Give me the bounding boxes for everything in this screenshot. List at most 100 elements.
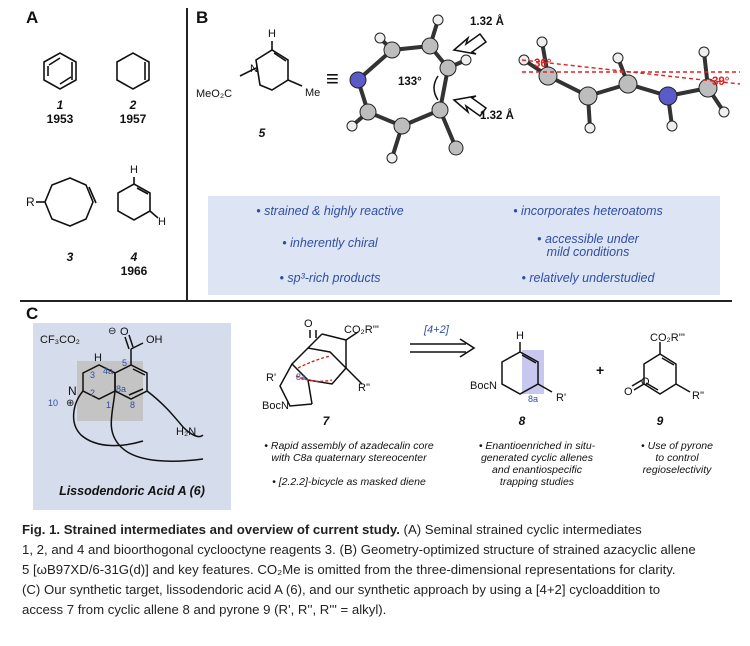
compound-8-label: 8a bbox=[528, 394, 539, 404]
panel-label-b: B bbox=[196, 8, 209, 27]
label-compound-5: 5 bbox=[258, 126, 266, 140]
compound-7-co2r: CO₂R''' bbox=[344, 324, 380, 336]
figure-caption-line-2: 1, 2, and 4 and bioorthogonal cyclooctyn… bbox=[22, 542, 696, 557]
compound-5-n: N bbox=[250, 63, 258, 75]
key-features-box bbox=[208, 196, 720, 295]
structure-compound-8 bbox=[501, 342, 553, 395]
label-compound-3: 3 bbox=[66, 250, 74, 264]
bullet-bicycle: • [2.2.2]-bicycle as masked diene bbox=[272, 476, 426, 488]
structure-allene bbox=[117, 177, 159, 221]
substituent-r: R bbox=[26, 195, 35, 209]
label-compound-7: 7 bbox=[322, 414, 330, 428]
structure-lissodendoric-acid bbox=[72, 334, 204, 462]
structure-compound-9 bbox=[631, 342, 691, 395]
lisso-atom-8: 8 bbox=[130, 400, 136, 410]
lisso-atom-2: 2 bbox=[90, 388, 96, 398]
compound-9-r: R'' bbox=[692, 390, 705, 402]
twist-angle-left: 36° bbox=[534, 58, 552, 70]
figure-caption-line-3: 5 [ωB97XD/6-31G(d)] and key features. CO… bbox=[22, 562, 676, 577]
bullet-pyrone-2: to control bbox=[655, 452, 699, 464]
bullet-enantio-3: and enantiospecific bbox=[492, 464, 582, 476]
feature-heteroatoms: • incorporates heteroatoms bbox=[513, 204, 663, 218]
divider-vertical bbox=[186, 8, 188, 300]
figure-caption-line-5: access 7 from cyclic allene 8 and pyrone… bbox=[22, 602, 387, 617]
compound-7-o: O bbox=[304, 318, 313, 330]
feature-accessible-2: mild conditions bbox=[546, 245, 630, 259]
lisso-atom-5: 5 bbox=[122, 358, 128, 368]
feature-understudied: • relatively understudied bbox=[521, 271, 655, 285]
bullet-enantio-1: • Enantioenriched in situ- bbox=[478, 440, 596, 452]
reaction-label: [4+2] bbox=[424, 324, 449, 336]
compound-8-boc: BocN bbox=[470, 380, 497, 392]
divider-horizontal bbox=[20, 300, 732, 302]
bullet-pyrone-1: • Use of pyrone bbox=[641, 440, 713, 452]
bullet-enantio-4: trapping studies bbox=[499, 476, 575, 488]
panel-a-structures bbox=[36, 52, 159, 227]
year-compound-1: 1953 bbox=[46, 112, 74, 126]
structure-cyclohexyne bbox=[116, 52, 150, 90]
label-compound-9: 9 bbox=[656, 414, 664, 428]
lisso-h: H bbox=[94, 352, 102, 364]
compound-7-r2: R'' bbox=[358, 382, 371, 394]
compound-5-ester: MeO₂C bbox=[196, 88, 233, 100]
allene-h-right: H bbox=[158, 216, 166, 228]
compound-8-h: H bbox=[516, 330, 524, 342]
figure-caption-line-1: Fig. 1. Strained intermediates and overv… bbox=[22, 520, 734, 540]
bullet-enantio-2: generated cyclic allenes bbox=[480, 452, 594, 464]
lisso-atom-8a: 8a bbox=[116, 384, 127, 394]
year-compound-2: 1957 bbox=[119, 112, 147, 126]
counterion-charge: ⊖ bbox=[108, 326, 117, 337]
feature-strained: • strained & highly reactive bbox=[256, 204, 404, 218]
bond-length-bottom: 1.32 Å bbox=[480, 110, 514, 122]
compound-7-label: 8a bbox=[296, 372, 307, 382]
figure-caption-line-1-rest: (A) Seminal strained cyclic intermediate… bbox=[399, 522, 642, 537]
bond-length-top: 1.32 Å bbox=[470, 16, 504, 28]
panel-label-a: A bbox=[26, 8, 39, 27]
model-3d-side-view bbox=[518, 36, 741, 134]
figure-caption-line-4: (C) Our synthetic target, lissodendoric … bbox=[22, 582, 661, 597]
lisso-oh: OH bbox=[146, 334, 163, 346]
structure-benzyne bbox=[43, 52, 77, 90]
bond-angle: 133° bbox=[398, 76, 422, 88]
label-compound-1: 1 bbox=[56, 98, 64, 112]
lisso-n-charge: ⊕ bbox=[66, 398, 75, 409]
structure-compound-5 bbox=[239, 41, 303, 91]
structure-compound-7 bbox=[279, 330, 363, 407]
compound-9-carbonyl-o: O bbox=[624, 386, 633, 398]
feature-chiral: • inherently chiral bbox=[282, 236, 378, 250]
lisso-atom-3: 3 bbox=[90, 370, 96, 380]
label-compound-4: 4 bbox=[130, 250, 138, 264]
feature-sp3: • sp³-rich products bbox=[279, 271, 381, 285]
compound-9-co2r: CO₂R''' bbox=[650, 332, 686, 344]
bullet-pyrone-3: regioselectivity bbox=[642, 464, 712, 476]
equivalence-sign: ≡ bbox=[326, 66, 339, 91]
lisso-n: N bbox=[68, 384, 77, 398]
plus-sign: + bbox=[596, 362, 605, 378]
allene-h-top: H bbox=[130, 164, 138, 176]
lisso-atom-1: 1 bbox=[106, 400, 112, 410]
compound-8-r: R' bbox=[556, 392, 567, 404]
label-compound-8: 8 bbox=[518, 414, 526, 428]
compound-7-r1: R' bbox=[266, 372, 277, 384]
panel-label-c: C bbox=[26, 304, 39, 323]
bullet-azadecalin-2: with C8a quaternary stereocenter bbox=[271, 452, 427, 464]
lisso-atom-4a: 4a bbox=[103, 366, 114, 376]
compound-7-boc: BocN bbox=[262, 400, 289, 412]
counterion: CF₃CO₂ bbox=[40, 334, 80, 346]
feature-accessible-1: • accessible under bbox=[537, 232, 639, 246]
model-3d-top-view bbox=[346, 14, 488, 164]
lisso-o: O bbox=[120, 326, 129, 338]
retrosynthesis-arrow bbox=[410, 338, 476, 358]
lisso-atom-10: 10 bbox=[48, 398, 59, 408]
label-compound-2: 2 bbox=[129, 98, 137, 112]
figure-caption-title: Fig. 1. Strained intermediates and overv… bbox=[22, 522, 400, 537]
twist-angle-right: 39° bbox=[712, 76, 730, 88]
year-compound-4: 1966 bbox=[120, 264, 148, 278]
target-compound-name: Lissodendoric Acid A (6) bbox=[59, 484, 205, 498]
structure-cyclooctyne bbox=[36, 177, 97, 227]
compound-5-h: H bbox=[268, 28, 276, 40]
bullet-azadecalin-1: • Rapid assembly of azadecalin core bbox=[264, 440, 434, 452]
lisso-nh2: H₂N bbox=[176, 426, 197, 438]
compound-5-me: Me bbox=[305, 87, 321, 99]
compound-9-ring-o: O bbox=[641, 376, 650, 388]
